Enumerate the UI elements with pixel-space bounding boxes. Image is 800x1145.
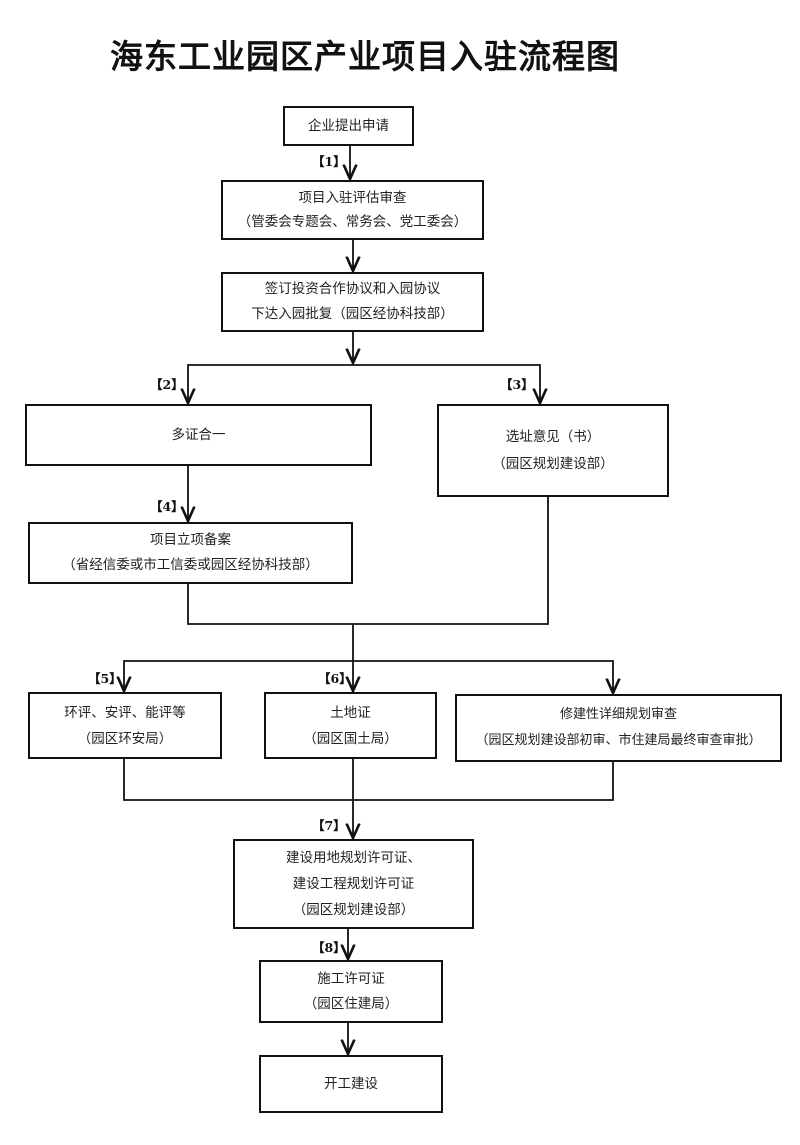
step-subtext: （管委会专题会、常务会、党工委会） [237,214,468,230]
step-construction-permit: 施工许可证 （园区住建局） [259,960,443,1023]
step-text: 项目入驻评估审查 [298,190,407,206]
merge-bus-1 [187,497,549,625]
step-subtext: （园区住建局） [303,995,399,1012]
step-subtext: （园区规划建设部初审、市住建局最终审查审批） [475,733,762,748]
step-text: 项目立项备案 [150,532,231,548]
step-label-7: 【7】 [312,818,346,833]
split-bus-2 [124,660,613,693]
step-text: 修建性详细规划审查 [559,707,677,722]
step-text: 企业提出申请 [308,117,389,134]
split-bus-1 [188,364,540,403]
step-multi-certificate: 多证合一 [25,404,372,466]
step-label-5: 【5】 [88,671,122,686]
step-subtext: （园区国土局） [303,730,398,747]
flowchart-title: 海东工业园区产业项目入驻流程图 [110,37,620,76]
step-planning-permits: 建设用地规划许可证、 建设工程规划许可证 （园区规划建设部） [233,839,474,929]
step-subtext: （园区环安局） [77,730,173,747]
step-label-1: 【1】 [312,154,346,169]
step-label-2: 【2】 [150,377,184,392]
step-label-6: 【6】 [318,671,352,686]
step-text: 环评、安评、能评等 [64,704,186,721]
step-sign-agreement: 签订投资合作协议和入园协议 下达入园批复（园区经协科技部） [221,272,484,332]
step-text: 建设用地规划许可证、 [286,850,421,866]
step-submit-application: 企业提出申请 [283,106,414,146]
step-label-8: 【8】 [312,940,346,955]
step-land-certificate: 土地证 （园区国土局） [264,692,437,759]
step-text: 土地证 [330,704,371,721]
step-text: 多证合一 [171,426,226,443]
step-project-filing: 项目立项备案 （省经信委或市工信委或园区经协科技部） [28,522,353,584]
step-text: 建设工程规划许可证 [292,876,415,892]
merge-bus-2 [123,759,614,801]
step-entry-evaluation: 项目入驻评估审查 （管委会专题会、常务会、党工委会） [221,180,484,240]
step-text: 签订投资合作协议和入园协议 [264,281,441,297]
step-subtext: （园区规划建设部） [292,902,415,918]
step-start-construction: 开工建设 [259,1055,443,1113]
step-label-4: 【4】 [150,499,184,514]
step-text: 施工许可证 [317,970,385,987]
step-text: 开工建设 [324,1075,378,1092]
step-detailed-plan-review: 修建性详细规划审查 （园区规划建设部初审、市住建局最终审查审批） [455,694,782,762]
step-subtext: （省经信委或市工信委或园区经协科技部） [62,557,319,573]
step-site-selection-opinion: 选址意见（书） （园区规划建设部） [437,404,669,497]
step-label-3: 【3】 [500,377,534,392]
step-assessments: 环评、安评、能评等 （园区环安局） [28,692,222,759]
step-text: 选址意见（书） [505,428,601,445]
step-subtext: （园区规划建设部） [492,455,614,472]
step-subtext: 下达入园批复（园区经协科技部） [251,306,454,322]
